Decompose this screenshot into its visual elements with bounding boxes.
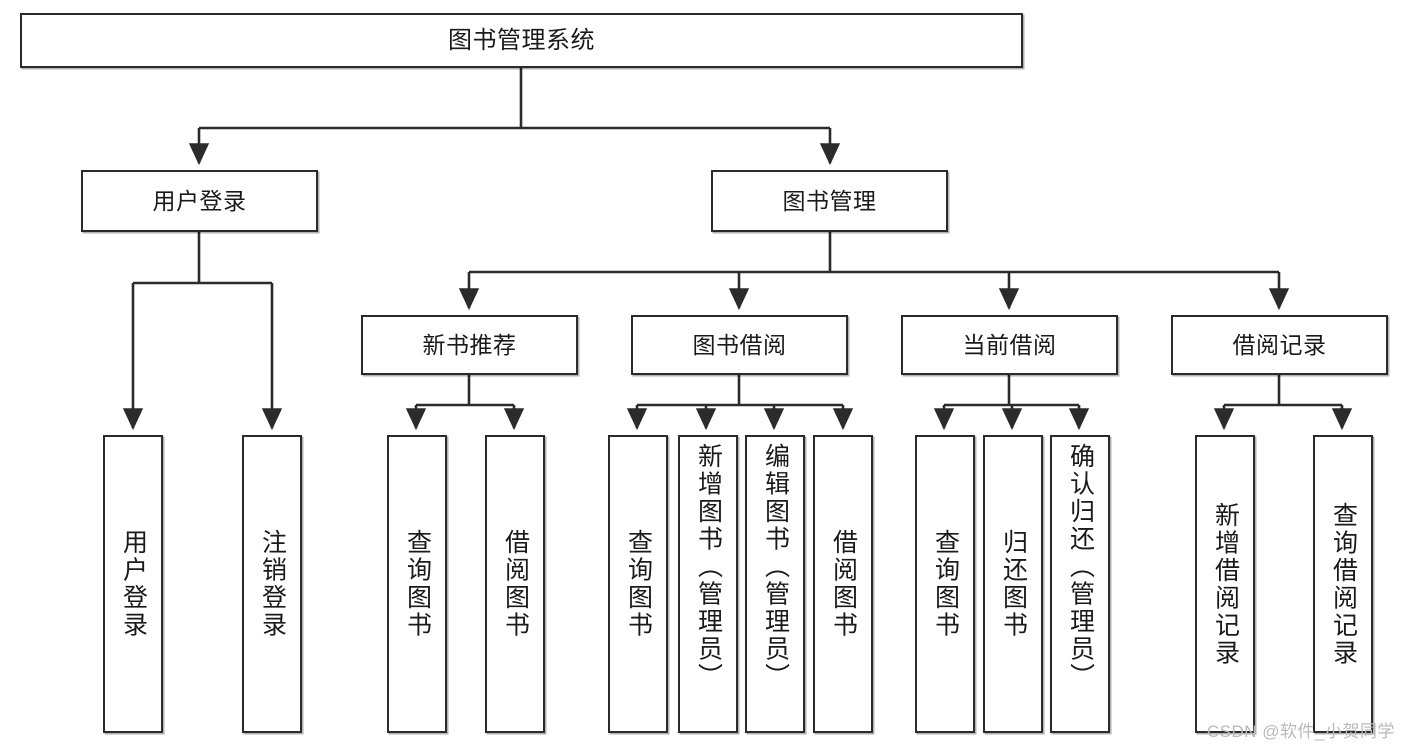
node-label: 查询图书 — [931, 529, 960, 639]
node-label: 借阅图书 — [829, 529, 858, 639]
node-label: 图书管理 — [782, 187, 877, 214]
node-new-book-recommendation[interactable]: 新书推荐 — [361, 315, 578, 375]
node-label: 注销登录 — [258, 529, 287, 639]
node-label: 用户登录 — [119, 529, 148, 639]
node-book-management[interactable]: 图书管理 — [711, 170, 948, 232]
leaf-query-borrow-record[interactable]: 查询借阅记录 — [1313, 435, 1373, 733]
leaf-user-login[interactable]: 用户登录 — [103, 435, 163, 733]
node-label: 借阅记录 — [1232, 331, 1327, 358]
node-label: 借阅图书 — [501, 529, 530, 639]
node-borrow-records[interactable]: 借阅记录 — [1171, 315, 1388, 375]
node-label: 编辑图书（管理员） — [761, 443, 790, 691]
watermark: CSDN @软件_小贺同学 — [1206, 722, 1395, 741]
node-label: 查询图书 — [624, 529, 653, 639]
node-root-book-management-system[interactable]: 图书管理系统 — [20, 13, 1023, 68]
node-current-borrow[interactable]: 当前借阅 — [901, 315, 1118, 375]
leaf-return-books[interactable]: 归还图书 — [983, 435, 1043, 733]
leaf-borrow-books-recommendation[interactable]: 借阅图书 — [485, 435, 545, 733]
node-book-borrow[interactable]: 图书借阅 — [631, 315, 848, 375]
leaf-logout[interactable]: 注销登录 — [242, 435, 302, 733]
node-label: 查询图书 — [403, 529, 432, 639]
leaf-borrow-books[interactable]: 借阅图书 — [813, 435, 873, 733]
node-label: 图书管理系统 — [448, 26, 595, 54]
node-user-login[interactable]: 用户登录 — [81, 170, 318, 232]
leaf-query-books-borrow[interactable]: 查询图书 — [608, 435, 668, 733]
leaf-query-books-current[interactable]: 查询图书 — [915, 435, 975, 733]
leaf-add-borrow-record[interactable]: 新增借阅记录 — [1195, 435, 1255, 733]
node-label: 确认归还（管理员） — [1066, 443, 1095, 691]
leaf-add-book-admin[interactable]: 新增图书（管理员） — [678, 435, 738, 733]
node-label: 当前借阅 — [962, 331, 1057, 358]
node-label: 用户登录 — [152, 187, 247, 214]
node-label: 新增图书（管理员） — [694, 443, 723, 691]
leaf-query-books-recommendation[interactable]: 查询图书 — [387, 435, 447, 733]
leaf-edit-book-admin[interactable]: 编辑图书（管理员） — [745, 435, 805, 733]
node-label: 新书推荐 — [422, 331, 517, 358]
leaf-confirm-return-admin[interactable]: 确认归还（管理员） — [1050, 435, 1110, 733]
node-label: 归还图书 — [999, 529, 1028, 639]
node-label: 图书借阅 — [692, 331, 787, 358]
node-label: 新增借阅记录 — [1211, 501, 1240, 667]
node-label: 查询借阅记录 — [1329, 501, 1358, 667]
